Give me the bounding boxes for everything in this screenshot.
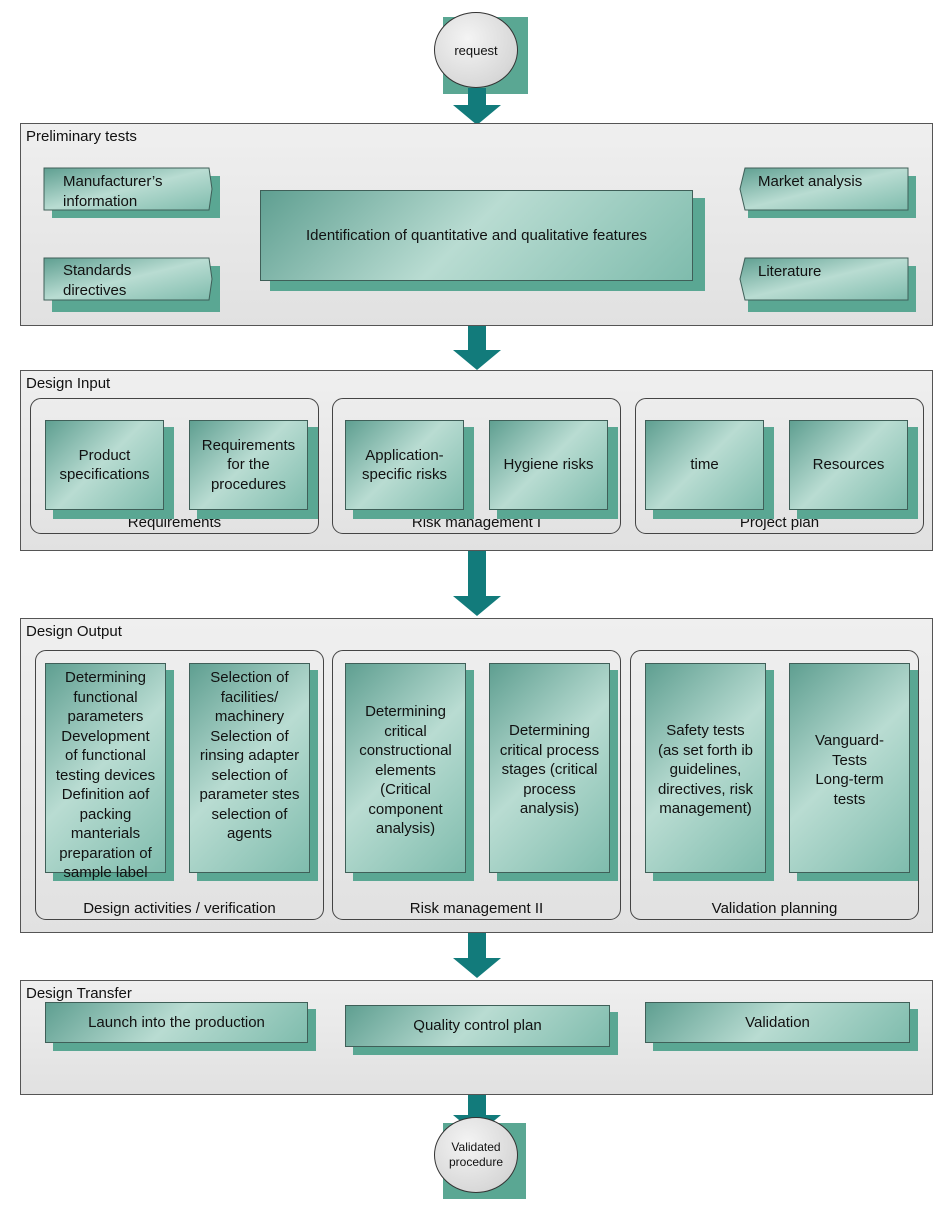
market-analysis-label: Market analysis (758, 173, 863, 190)
preliminary-tests-title: Preliminary tests (26, 128, 137, 145)
literature-label: Literature (758, 263, 822, 280)
flow-arrow-3-stem (468, 551, 486, 597)
start-node-label: request (454, 42, 498, 58)
design-transfer-title: Design Transfer (26, 985, 132, 1002)
functional-parameters-box: Determining functional parameters Develo… (45, 663, 166, 881)
flow-arrow-2-head (453, 350, 501, 370)
process-stages-box: Determining critical process stages (cri… (489, 663, 610, 873)
risk-management-2-label: Risk management II (409, 900, 544, 917)
flow-arrow-1-stem (468, 88, 486, 106)
procedure-requirements-label: Requirements for the procedures (201, 436, 296, 493)
flow-arrow-2-stem (468, 326, 486, 351)
facilities-selection-label: Selection of facilities/ machinery Selec… (199, 669, 300, 842)
validation-label: Validation (745, 1013, 810, 1031)
safety-tests-label: Safety tests (as set forth ib guidelines… (657, 722, 754, 817)
flow-arrow-4-stem (468, 933, 486, 959)
validation-planning-label: Validation planning (711, 900, 838, 917)
flow-arrow-1-head (453, 105, 501, 125)
product-specifications-box: Product specifications (45, 420, 164, 510)
safety-tests-box: Safety tests (as set forth ib guidelines… (645, 663, 766, 873)
facilities-selection-box: Selection of facilities/ machinery Selec… (189, 663, 310, 873)
design-activities-group: Design activities / verification (35, 650, 324, 920)
quality-control-plan-box: Quality control plan (345, 1005, 610, 1047)
flow-arrow-3-head (453, 596, 501, 616)
application-specific-risks-box: Application- specific risks (345, 420, 464, 510)
identification-features-box: Identification of quantitative and quali… (260, 190, 693, 281)
time-box: time (645, 420, 764, 510)
market-analysis-tag (739, 167, 916, 218)
product-specifications-label: Product specifications (59, 446, 150, 484)
vanguard-tests-box: Vanguard- Tests Long-term tests (789, 663, 910, 873)
launch-production-box: Launch into the production (45, 1002, 308, 1043)
quality-control-plan-label: Quality control plan (413, 1017, 542, 1035)
start-node: request (434, 12, 518, 88)
constructional-elements-box: Determining critical constructional elem… (345, 663, 466, 873)
resources-box: Resources (789, 420, 908, 510)
resources-label: Resources (812, 456, 885, 474)
procedure-requirements-box: Requirements for the procedures (189, 420, 308, 510)
end-node-label: Validated procedure (448, 1140, 504, 1169)
vanguard-tests-label: Vanguard- Tests Long-term tests (815, 732, 884, 808)
manufacturers-information-tag (43, 167, 220, 218)
validation-box: Validation (645, 1002, 910, 1043)
end-node: Validated procedure (434, 1117, 518, 1193)
design-activities-label: Design activities / verification (83, 900, 276, 917)
risk-management-2-group: Risk management II (332, 650, 621, 920)
flow-arrow-4-head (453, 958, 501, 978)
constructional-elements-label: Determining critical constructional elem… (359, 703, 452, 837)
validation-planning-group: Validation planning (630, 650, 919, 920)
flow-arrow-5-stem (468, 1095, 486, 1116)
functional-parameters-label: Determining functional parameters Develo… (55, 669, 156, 881)
standards-directives-label: Standards directives (63, 262, 132, 299)
launch-production-label: Launch into the production (88, 1013, 265, 1031)
application-specific-risks-label: Application- specific risks (361, 446, 447, 484)
time-label: time (690, 456, 719, 474)
manufacturers-information-label: Manufacturer’s information (63, 173, 163, 210)
process-stages-label: Determining critical process stages (cri… (499, 722, 600, 817)
identification-features-label: Identification of quantitative and quali… (305, 226, 648, 244)
design-output-title: Design Output (26, 623, 122, 640)
hygiene-risks-label: Hygiene risks (503, 456, 594, 474)
standards-directives-tag (43, 257, 220, 312)
design-input-title: Design Input (26, 375, 111, 392)
literature-tag (739, 257, 916, 312)
hygiene-risks-box: Hygiene risks (489, 420, 608, 510)
